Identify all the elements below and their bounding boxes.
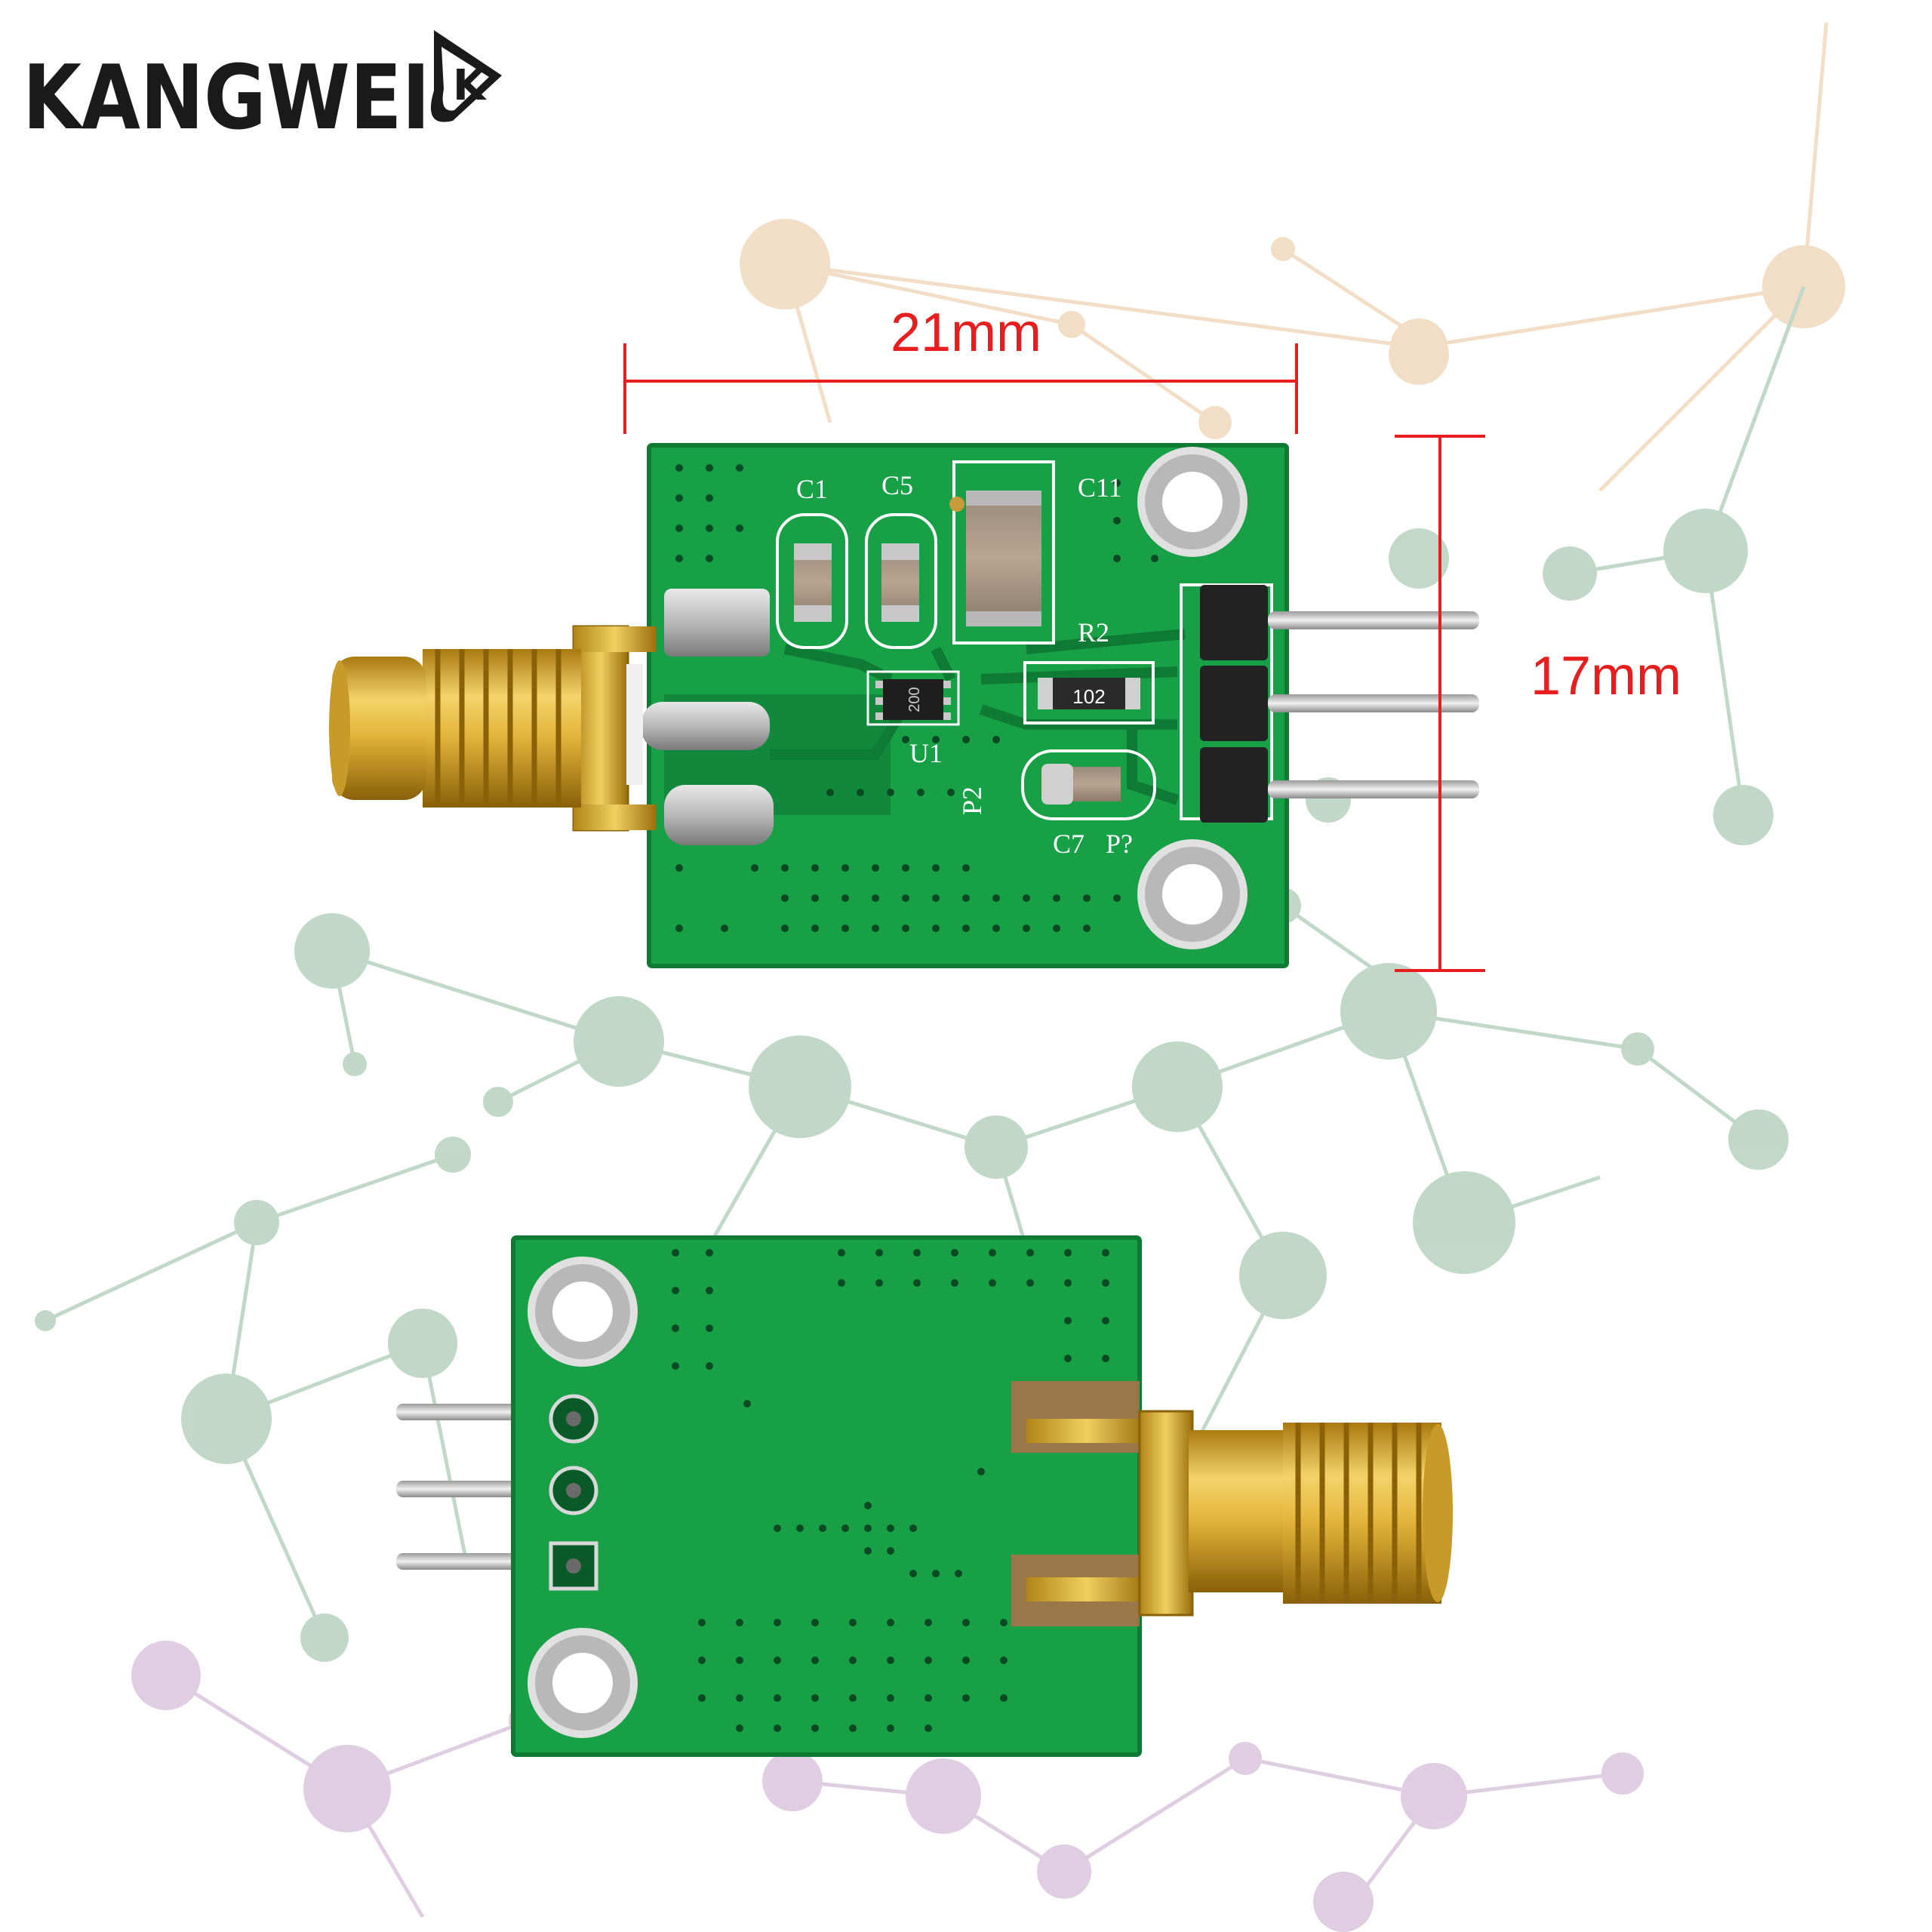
capacitor-c11 <box>949 460 1055 645</box>
pin-header-body <box>1200 585 1268 823</box>
label-p-question: P? <box>1106 829 1133 859</box>
brand-badge-icon: K <box>430 30 502 122</box>
background-network <box>35 22 1845 1932</box>
label-c5: C5 <box>881 470 913 500</box>
capacitor-c7 <box>1021 749 1156 820</box>
label-r2: R2 <box>1078 617 1109 648</box>
vias-top <box>675 464 1158 932</box>
top-pcb-module: 102 200 C1 C5 C11 R2 U1 P2 <box>329 443 1479 968</box>
sma-connector-top <box>329 625 657 832</box>
height-dimension-label: 17mm <box>1531 646 1681 706</box>
mounting-hole-bottom-right <box>1137 839 1247 949</box>
mounting-hole-bottom-bottom-left <box>528 1628 638 1738</box>
pin-solder-pads <box>549 1394 598 1591</box>
dimension-height <box>1395 435 1485 972</box>
pcb-board-bottom <box>513 1238 1140 1755</box>
bottom-pcb-module <box>396 1235 1453 1757</box>
label-c1: C1 <box>796 474 828 504</box>
dimension-width <box>623 343 1298 434</box>
ic-u1: 200 <box>866 670 960 726</box>
label-c11: C11 <box>1078 472 1122 503</box>
resistor-code: 102 <box>1072 685 1105 708</box>
label-c7: C7 <box>1053 829 1084 859</box>
capacitor-c5 <box>865 513 937 649</box>
mounting-hole-top-right <box>1137 447 1247 557</box>
brand-logo: KANGWEI K <box>23 30 502 149</box>
brand-badge-letter: K <box>453 61 488 110</box>
label-p2: P2 <box>957 786 987 815</box>
sma-connector-bottom <box>1026 1410 1453 1617</box>
label-u1: U1 <box>909 738 943 768</box>
brand-name: KANGWEI <box>23 45 430 149</box>
vias-bottom <box>672 1249 1109 1732</box>
ic-code: 200 <box>906 687 923 712</box>
width-dimension-label: 21mm <box>891 303 1041 363</box>
resistor-r2: 102 <box>1023 661 1155 724</box>
mounting-hole-bottom-top-left <box>528 1257 638 1367</box>
capacitor-c1 <box>776 513 848 649</box>
